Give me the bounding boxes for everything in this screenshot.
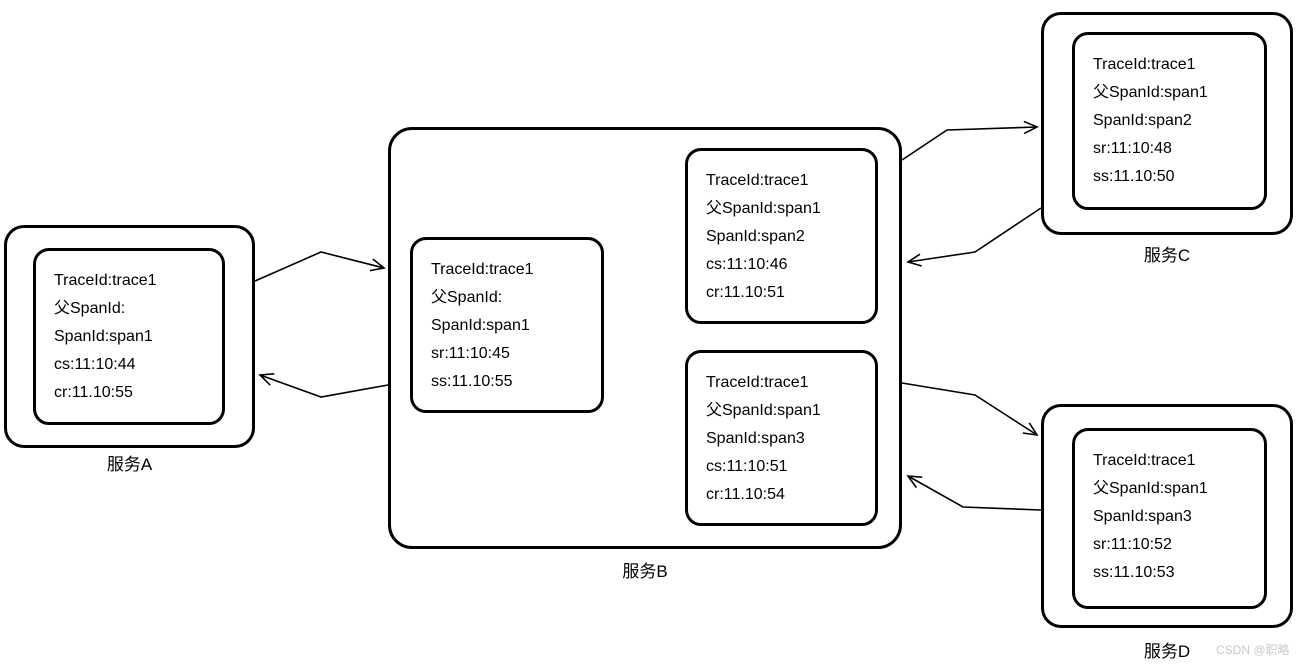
span-line: cr:11.10:55: [54, 384, 133, 401]
service-d-span1-box: TraceId:trace1 父SpanId:span1 SpanId:span…: [1072, 428, 1267, 609]
span-line: 父SpanId:span1: [1093, 84, 1208, 101]
span-line: TraceId:trace1: [1093, 452, 1196, 469]
span-line: cr:11.10:54: [706, 486, 785, 503]
span-line: sr:11:10:48: [1093, 140, 1172, 157]
span-line: cs:11:10:51: [706, 458, 788, 475]
arrow-a-to-b: [254, 251, 386, 282]
span-line: sr:11:10:45: [431, 345, 510, 362]
span-line: 父SpanId:span1: [706, 402, 821, 419]
span-line: SpanId:span2: [706, 228, 805, 245]
span-line: cs:11:10:46: [706, 256, 788, 273]
service-a-label: 服务A: [106, 455, 153, 474]
span-line: cs:11:10:44: [54, 356, 136, 373]
service-d-label: 服务D: [1143, 642, 1191, 661]
span-line: SpanId:span3: [1093, 508, 1192, 525]
span-line: cr:11.10:51: [706, 284, 785, 301]
service-b-span3-box: TraceId:trace1 父SpanId:span1 SpanId:span…: [685, 350, 878, 526]
arrow-b-to-c: [901, 120, 1039, 161]
span-line: 父SpanId:span1: [1093, 480, 1208, 497]
span-line: SpanId:span1: [54, 328, 153, 345]
span-line: 父SpanId:: [431, 289, 503, 306]
span-line: 父SpanId:span1: [706, 200, 821, 217]
service-b-span1-box: TraceId:trace1 父SpanId: SpanId:span1 sr:…: [410, 237, 604, 413]
span-line: ss:11.10:55: [431, 373, 513, 390]
service-c-span1-box: TraceId:trace1 父SpanId:span1 SpanId:span…: [1072, 32, 1267, 210]
service-a-span1-box: TraceId:trace1 父SpanId: SpanId:span1 cs:…: [33, 248, 225, 425]
span-line: TraceId:trace1: [706, 172, 809, 189]
span-line: TraceId:trace1: [431, 261, 534, 278]
span-line: SpanId:span3: [706, 430, 805, 447]
span-line: ss:11.10:53: [1093, 564, 1175, 581]
span-line: SpanId:span1: [431, 317, 530, 334]
span-line: ss:11.10:50: [1093, 168, 1175, 185]
arrow-c-to-b: [906, 207, 1042, 267]
arrow-b-to-a: [258, 372, 389, 398]
span-line: 父SpanId:: [54, 300, 126, 317]
arrow-d-to-b: [906, 475, 1042, 511]
csdn-watermark: CSDN @职略: [1216, 643, 1290, 657]
service-b-label: 服务B: [622, 562, 668, 581]
arrow-b-to-d: [901, 382, 1039, 437]
span-line: TraceId:trace1: [706, 374, 809, 391]
span-line: SpanId:span2: [1093, 112, 1192, 129]
service-b-span2-box: TraceId:trace1 父SpanId:span1 SpanId:span…: [685, 148, 878, 324]
service-c-label: 服务C: [1143, 246, 1191, 265]
span-line: sr:11:10:52: [1093, 536, 1172, 553]
span-line: TraceId:trace1: [1093, 56, 1196, 73]
span-line: TraceId:trace1: [54, 272, 157, 289]
